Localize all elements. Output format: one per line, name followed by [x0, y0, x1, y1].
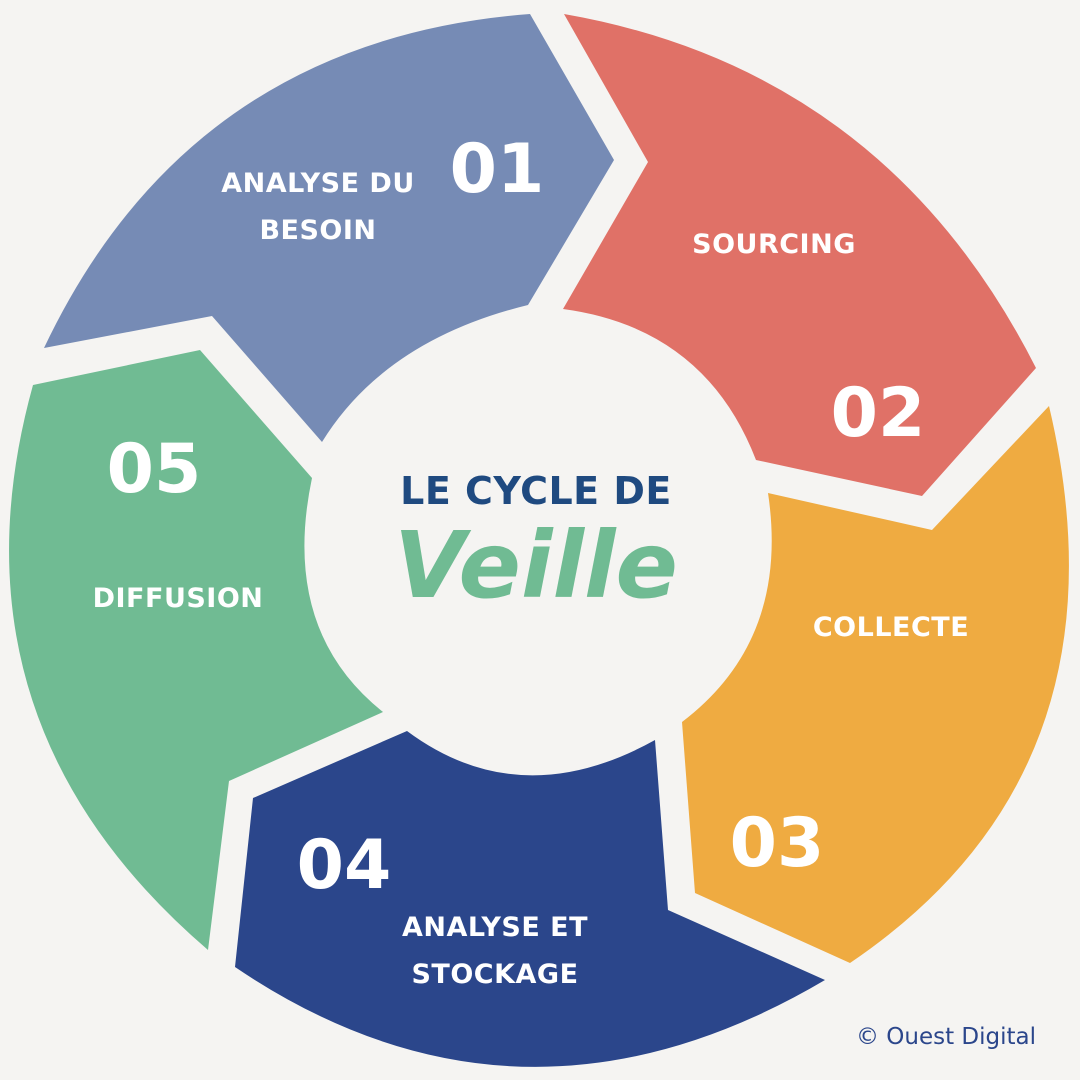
- segment-05-label-line-1: DIFFUSION: [93, 583, 264, 614]
- segment-05-shape: [9, 350, 383, 950]
- segment-01-shape: [44, 14, 614, 442]
- segment-02-shape: [563, 14, 1036, 496]
- copyright-notice: © Ouest Digital: [855, 1024, 1036, 1050]
- segment-02-label-line-1: SOURCING: [692, 229, 856, 260]
- segment-01-number: 01: [450, 130, 545, 209]
- segment-01-label-line-1: ANALYSE DU: [221, 168, 415, 199]
- segment-03: 03 COLLECTE: [682, 406, 1069, 963]
- segment-04: 04 ANALYSE ET STOCKAGE: [235, 731, 825, 1067]
- segment-01: 01 ANALYSE DU BESOIN: [44, 14, 614, 442]
- segment-01-label-line-2: BESOIN: [259, 215, 376, 246]
- center-title-line-2: Veille: [394, 512, 678, 619]
- segment-05: 05 DIFFUSION: [9, 350, 383, 950]
- center-title: LE CYCLE DE Veille: [394, 469, 678, 619]
- segment-03-label-line-1: COLLECTE: [813, 612, 969, 643]
- segment-05-number: 05: [107, 430, 202, 509]
- segment-03-shape: [682, 406, 1069, 963]
- segment-04-label-line-2: STOCKAGE: [411, 959, 578, 990]
- segment-02: 02 SOURCING: [563, 14, 1036, 496]
- segment-03-number: 03: [730, 804, 825, 883]
- center-title-line-1: LE CYCLE DE: [400, 469, 672, 513]
- segment-04-shape: [235, 731, 825, 1067]
- segment-02-number: 02: [831, 374, 926, 453]
- segment-04-label-line-1: ANALYSE ET: [402, 912, 588, 943]
- segment-04-number: 04: [297, 826, 392, 905]
